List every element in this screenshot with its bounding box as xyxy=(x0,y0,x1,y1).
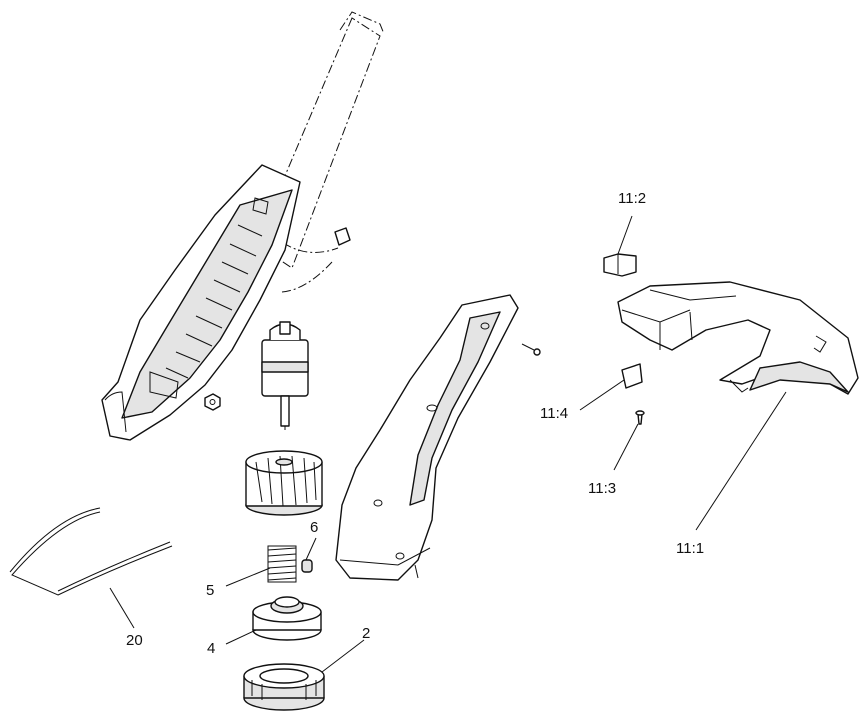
bushing xyxy=(301,559,313,573)
callout-2: 2 xyxy=(362,625,370,642)
spool-cap xyxy=(243,663,325,711)
callout-11-2: 11:2 xyxy=(618,190,646,207)
shaft-cap xyxy=(334,227,351,246)
right-housing-half xyxy=(335,294,519,581)
callout-4: 4 xyxy=(207,640,215,657)
callout-labels: 11:2 11:4 11:3 11:1 6 5 4 2 20 xyxy=(126,190,704,657)
trimmer-line xyxy=(9,507,173,596)
motor xyxy=(261,321,309,430)
callout-20: 20 xyxy=(126,632,143,649)
nut-icon xyxy=(204,393,221,411)
screw-icon xyxy=(521,343,541,356)
callout-11-1: 11:1 xyxy=(676,540,704,557)
guard-screw xyxy=(635,410,645,425)
guard-clip xyxy=(603,253,637,277)
callout-6: 6 xyxy=(310,519,318,536)
spool xyxy=(252,596,322,641)
callout-11-4: 11:4 xyxy=(540,405,568,422)
fan xyxy=(245,450,323,516)
callout-5: 5 xyxy=(206,582,214,599)
callout-11-3: 11:3 xyxy=(588,480,616,497)
spring xyxy=(267,545,297,583)
left-housing-half xyxy=(101,164,301,441)
guard xyxy=(617,281,859,395)
leader-lines xyxy=(109,215,787,673)
guard-bracket xyxy=(621,363,643,389)
